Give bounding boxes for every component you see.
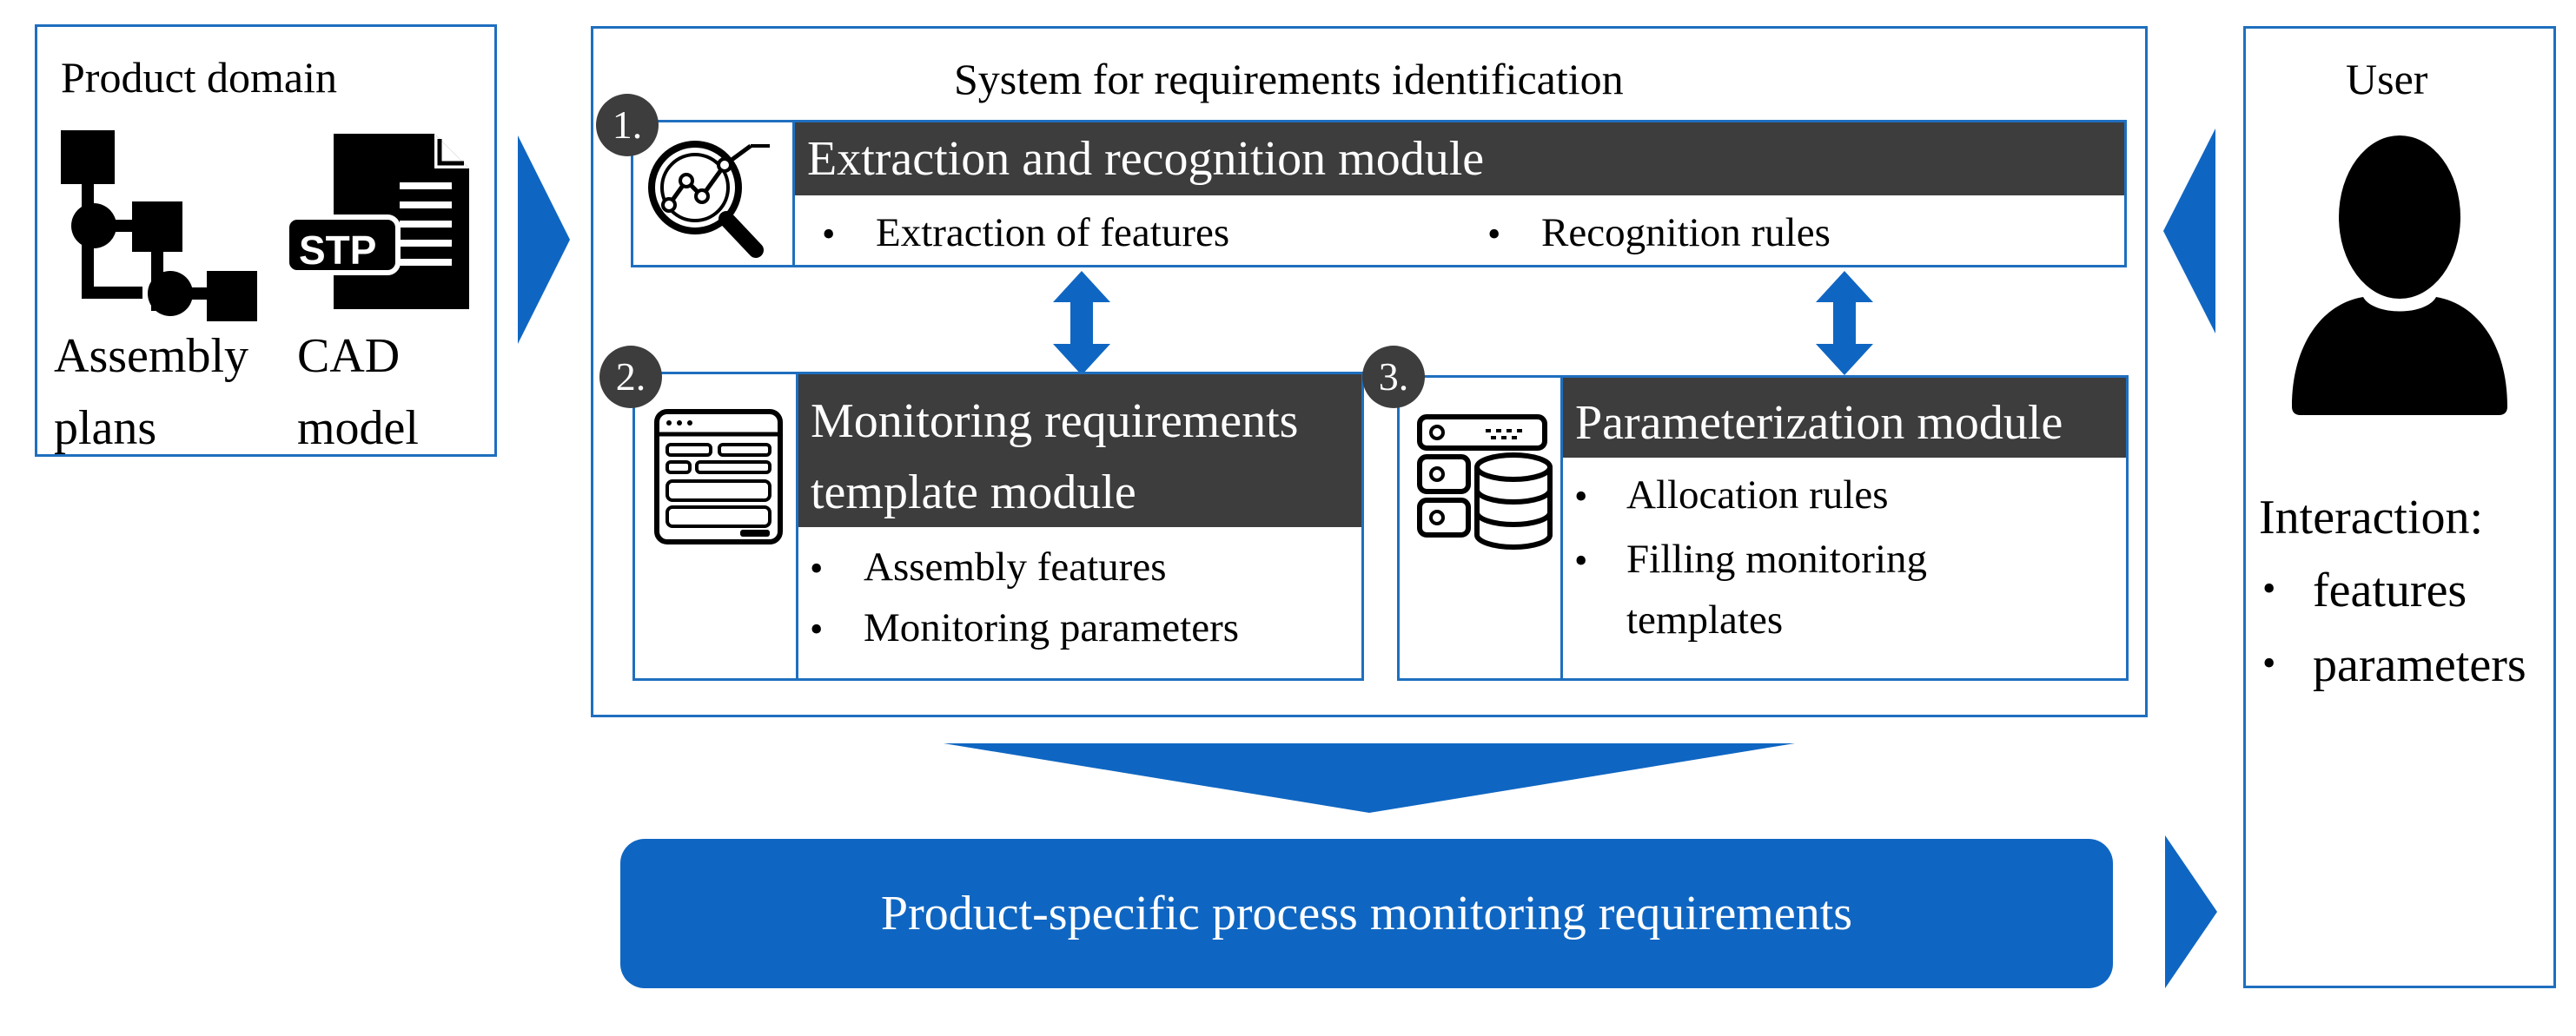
module-1-number-badge: 1. [596,94,659,156]
module-2-title-line-2: template module [811,465,1136,519]
module-1-header: Extraction and recognition module [795,122,2124,195]
module-3-divider [1560,375,1563,681]
output-arrow-right [2165,835,2217,988]
cad-model-label-2: model [297,401,419,455]
module-1-item-2: Recognition rules [1541,210,1831,255]
user-item-features: features [2313,564,2467,617]
output-requirements-label: Product-specific process monitoring requ… [880,887,1853,940]
assembly-tree-icon [61,130,257,321]
product-domain-title: Product domain [61,53,338,102]
module-3-bullet-1: • [1574,475,1588,518]
output-requirements-box: Product-specific process monitoring requ… [620,839,2113,988]
module-2-item-2: Monitoring parameters [864,605,1240,650]
module-1-item-1: Extraction of features [876,210,1230,255]
module-3-bullet-2: • [1574,539,1588,582]
double-arrow-left [1053,271,1110,375]
double-arrow-right [1816,271,1873,375]
cad-model-label-1: CAD [297,329,401,383]
module-1-bullet-1: • [822,213,836,255]
module-3-title: Parameterization module [1575,396,2063,450]
user-arrow-left [2163,129,2215,333]
module-3-number-badge: 3. [1362,346,1425,408]
module-3-item-2-continued: templates [1626,597,1784,643]
user-silhouette-icon [2292,135,2507,415]
stp-file-icon [284,134,469,309]
module-3-item-1: Allocation rules [1626,472,1889,518]
assembly-plans-label-1: Assembly [54,329,248,383]
server-database-icon [1417,414,1553,550]
assembly-plans-label-2: plans [54,401,157,455]
module-1-title: Extraction and recognition module [807,132,1485,186]
module-1-divider [792,120,795,267]
module-2-item-1: Assembly features [864,544,1167,590]
template-window-icon [654,409,783,544]
stp-badge-label: STP [299,228,377,273]
analytics-magnifier-icon [648,141,770,258]
module-2-bullet-2: • [810,608,824,650]
user-title: User [2346,55,2428,103]
user-item-parameters: parameters [2313,638,2526,692]
input-arrow-right [518,135,570,344]
module-1-bullet-2: • [1487,213,1501,255]
module-2-bullet-1: • [810,547,824,590]
module-3-item-2: Filling monitoring [1626,537,1928,582]
module-3-header: Parameterization module [1563,378,2126,458]
output-arrow-down [944,743,1795,813]
user-bullet-1: • [2262,567,2276,610]
system-title: System for requirements identification [954,55,1624,103]
module-2-title-line-1: Monitoring requirements [811,394,1299,448]
user-interaction-label: Interaction: [2259,491,2484,544]
module-2-number-badge: 2. [599,346,662,408]
module-2-divider [796,372,798,681]
user-bullet-2: • [2262,642,2276,684]
module-2-header: Monitoring requirements template module [798,374,1361,527]
